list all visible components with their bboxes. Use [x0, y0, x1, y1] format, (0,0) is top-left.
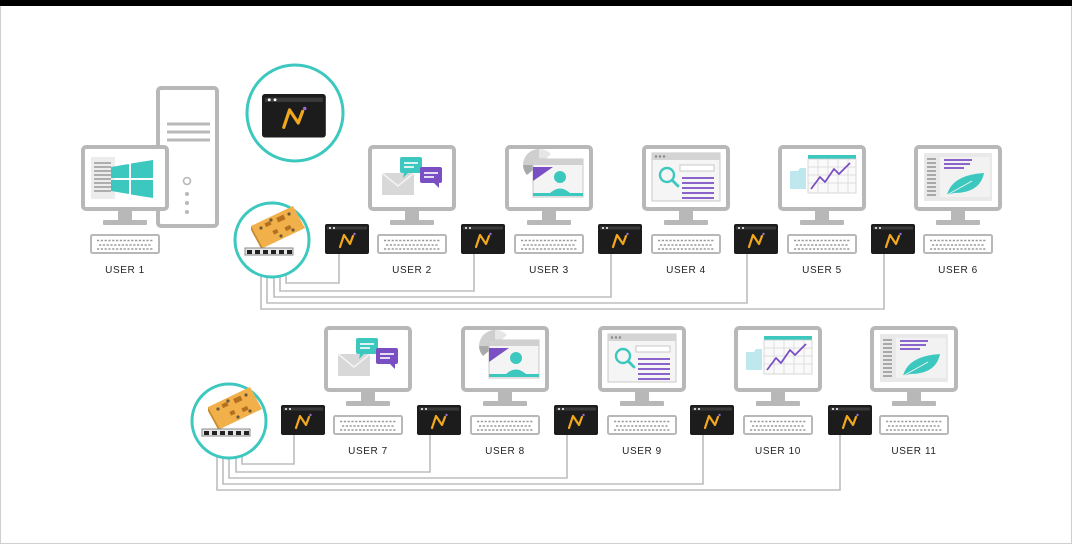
station-user-11: USER 11 [826, 326, 958, 457]
user-11-label: USER 11 [891, 446, 936, 457]
cable-user8 [235, 433, 431, 473]
zero-client-icon [415, 403, 463, 437]
document-icon [923, 152, 993, 202]
search-icon [650, 151, 722, 203]
cable-group-row2 [216, 433, 841, 491]
station-user-5: USER 5 [732, 145, 866, 276]
zero-client-icon [323, 222, 371, 256]
search-icon [606, 332, 678, 384]
station-user-7: USER 7 [279, 326, 412, 457]
cable-user10 [222, 433, 704, 485]
user-2-label: USER 2 [392, 265, 432, 276]
monitor-user-7 [324, 326, 412, 408]
station-user-2: USER 2 [323, 145, 456, 276]
monitor-user-5 [778, 145, 866, 227]
user-10-label: USER 10 [755, 446, 801, 457]
top-bar [0, 0, 1072, 6]
user-5-label: USER 5 [802, 265, 842, 276]
user-7-label: USER 7 [348, 446, 388, 457]
host-monitor [81, 145, 169, 227]
user-8-label: USER 8 [485, 446, 525, 457]
station-user-9: USER 9 [552, 326, 686, 457]
monitor-user-3 [505, 145, 593, 227]
station-user-4: USER 4 [596, 145, 730, 276]
station-user-6: USER 6 [869, 145, 1002, 276]
monitor-user-11 [870, 326, 958, 408]
station-user-10: USER 10 [688, 326, 822, 457]
zero-client-icon [826, 403, 874, 437]
monitor-user-9 [598, 326, 686, 408]
monitor-user-4 [642, 145, 730, 227]
zero-client-icon [260, 92, 328, 140]
graphics-board-row1 [233, 201, 311, 279]
server-tower-icon [156, 86, 219, 228]
cable-user3 [279, 252, 475, 292]
zero-client-icon [552, 403, 600, 437]
monitor-user-2 [368, 145, 456, 227]
user-3-label: USER 3 [529, 265, 569, 276]
user-6-label: USER 6 [938, 265, 978, 276]
document-icon [879, 333, 949, 383]
zero-client-icon [869, 222, 917, 256]
zero-client-icon [732, 222, 780, 256]
station-user-3: USER 3 [459, 145, 593, 276]
software-logo-bubble [245, 63, 345, 163]
user-1-label: USER 1 [105, 265, 145, 276]
host-pc: USER 1 [81, 86, 219, 276]
zero-client-icon [459, 222, 507, 256]
zero-client-icon [688, 403, 736, 437]
zero-client-icon [279, 403, 327, 437]
station-user-8: USER 8 [415, 326, 549, 457]
cable-user6 [260, 252, 885, 310]
cable-user11 [216, 433, 841, 491]
user-4-label: USER 4 [666, 265, 706, 276]
windows-logo-icon [91, 157, 153, 199]
graphics-board-row2 [190, 382, 268, 460]
zero-client-icon [596, 222, 644, 256]
monitor-user-6 [914, 145, 1002, 227]
user-9-label: USER 9 [622, 446, 662, 457]
monitor-user-8 [461, 326, 549, 408]
cable-group-row1 [260, 252, 885, 310]
monitor-user-10 [734, 326, 822, 408]
